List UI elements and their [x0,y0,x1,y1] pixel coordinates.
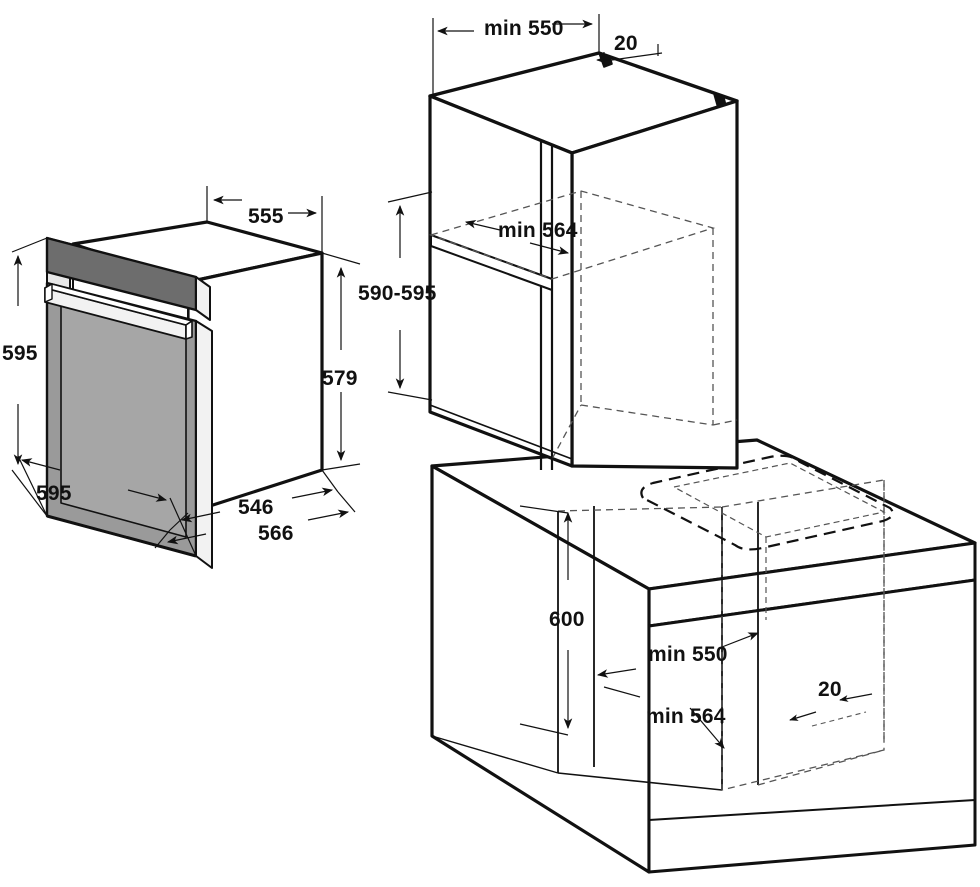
control-panel-side [195,276,211,321]
ext-line [11,237,48,253]
oven-door-glass-inset [60,305,187,538]
dimension-oven-width-546: 546 [169,469,339,531]
ext-line [321,469,339,493]
leader-line [811,711,867,727]
dim-arrow-b [689,707,725,749]
dim-arrow-a [20,458,61,471]
dim-arrow-a [166,533,207,545]
dimension-oven-width-595: 595 [17,455,197,557]
dim-arrow-b [839,693,873,702]
dimension-upper-panel-thickness: 20 [596,32,663,66]
dimension-oven-height-595: 595 [2,237,48,517]
oven-handle-left-mount [44,283,53,303]
dimension-oven-width-566: 566 [154,491,356,549]
dim-arrow-b [529,242,570,255]
base-floor-line-left [431,735,559,774]
cabinet-installation-view: min 550 20 590-595 min 564 [358,14,977,874]
dimension-upper-niche-height: 590-595 [358,191,437,401]
dim-arrow-b [127,489,168,502]
dim-arrow-a [464,220,501,231]
hob-cutout-outline [640,454,894,551]
dim-label-upper-niche-width: min 564 [498,219,578,242]
ext-line [321,463,361,471]
upper-right-panel [570,99,739,470]
upper-tall-cabinet [428,51,739,470]
dim-label-oven-width-566: 566 [258,522,294,545]
oven-handle-endcap [185,320,193,340]
dimension-lower-niche-height: 600 [519,505,585,736]
ext-line [519,723,569,736]
hob-hidden-top [672,462,886,538]
dim-arrow-a [789,711,817,721]
dimension-lower-panel-thickness: 20 [789,678,873,727]
dim-label-lower-panel-thickness: 20 [818,678,842,701]
dim-label-oven-height-left: 595 [2,342,38,365]
dim-arrow-b [721,632,760,648]
dimension-oven-height-579: 579 [321,252,361,471]
dim-label-upper-niche-depth: min 550 [484,17,564,40]
dim-label-oven-width-546: 546 [238,496,274,519]
dim-arrow-a [180,511,221,523]
dimension-lower-niche-width: min 564 [603,686,726,749]
oven-appliance-view: 555 595 579 595 [2,186,361,569]
dim-label-upper-panel-thickness: 20 [614,32,638,55]
base-plinth-line [648,799,976,821]
dim-label-lower-niche-width: min 564 [646,705,726,728]
dimension-upper-niche-depth: min 550 [432,14,600,94]
upper-niche-hidden-floor-left [551,404,582,460]
ext-line [387,391,433,401]
dimension-lower-niche-depth: min 550 [596,632,760,678]
base-niche-hidden-top [557,506,723,512]
control-panel-lower-edge [46,271,197,311]
dim-label-upper-niche-height: 590-595 [358,282,437,305]
oven-door-assembly [44,236,213,569]
upper-niche-hidden-floor-right [712,419,738,426]
dim-label-lower-niche-depth: min 550 [648,643,728,666]
ext-line [337,491,356,513]
ext-line [11,469,48,517]
ext-line [169,497,197,557]
upper-niche-hidden-floor-back [580,404,714,426]
dim-label-oven-depth: 555 [248,205,284,228]
leader-line [603,686,641,698]
oven-door-side [195,320,213,569]
dim-arrow-a [596,668,637,678]
upper-bottom-front-edge [429,410,573,468]
ext-line [519,505,569,514]
dim-label-oven-height-right: 579 [322,367,358,390]
base-niche-hidden-floor [757,749,885,786]
ext-line [387,191,433,203]
dim-label-oven-width-front: 595 [36,482,72,505]
base-niche-floor-front [557,772,723,791]
door-bottom-edge [46,514,197,558]
dimension-upper-niche-width: min 564 [464,219,578,255]
upper-bottom-front-edge-b [429,404,573,460]
dim-arrow-b [307,509,350,521]
dimension-oven-depth-555: 555 [206,186,323,253]
dim-line [611,52,663,61]
lower-base-cabinet [430,438,977,874]
base-niche-hidden-right [721,479,885,791]
dim-label-lower-niche-height: 600 [549,608,585,631]
dim-arrow-b [291,487,334,499]
ext-line [321,252,361,265]
ext-line [154,529,171,549]
